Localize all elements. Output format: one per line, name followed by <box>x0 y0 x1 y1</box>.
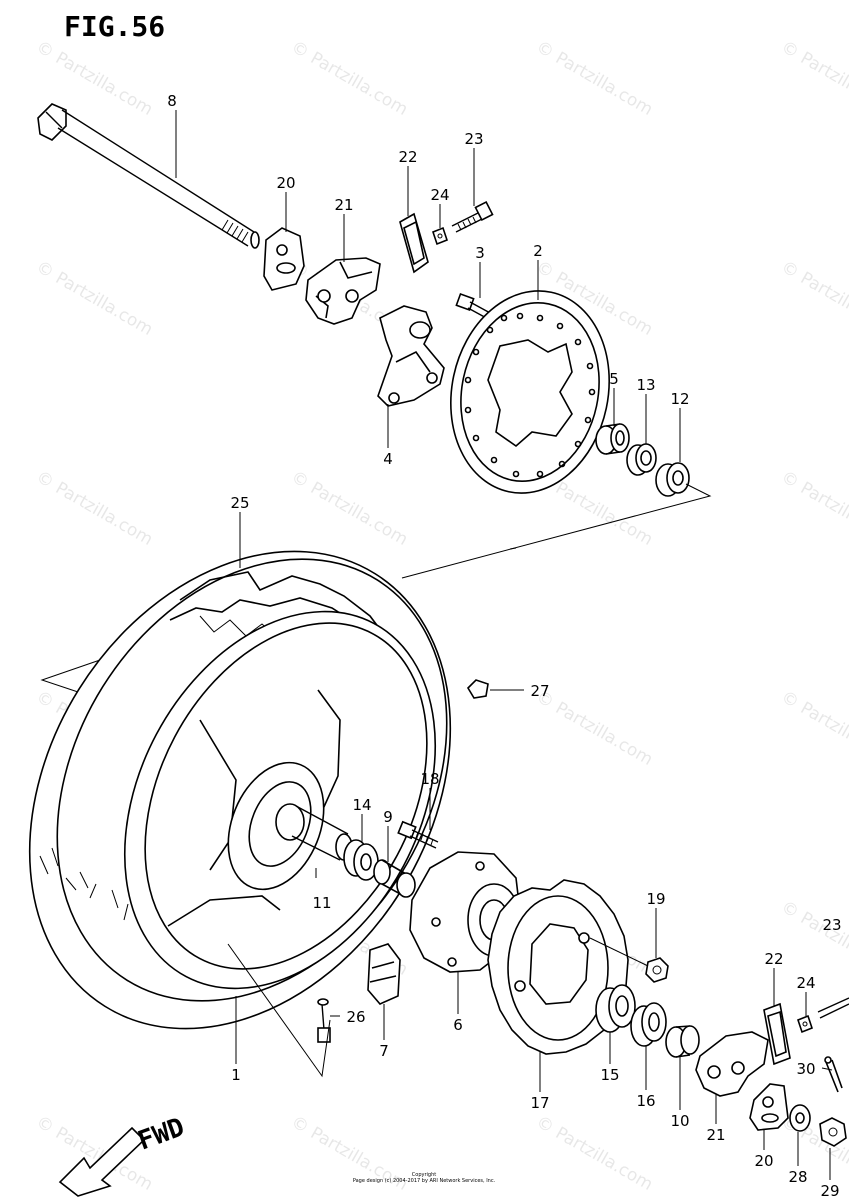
callout-18[interactable]: 18 <box>420 770 439 788</box>
sprocket-nut[interactable] <box>645 957 669 983</box>
bearing-part[interactable] <box>655 462 690 497</box>
callout-25[interactable]: 25 <box>230 494 249 512</box>
callout-20[interactable]: 20 <box>754 1152 773 1170</box>
callout-23[interactable]: 23 <box>822 916 841 934</box>
forward-arrow-icon <box>58 1126 146 1197</box>
callout-21[interactable]: 21 <box>706 1126 725 1144</box>
callout-2[interactable]: 2 <box>533 242 543 260</box>
callout-29[interactable]: 29 <box>820 1182 839 1200</box>
callout-14[interactable]: 14 <box>352 796 371 814</box>
watermark: © Partzilla.com <box>778 257 849 340</box>
leader-lines <box>175 110 833 1180</box>
callout-6[interactable]: 6 <box>453 1016 463 1034</box>
watermark: © Partzilla.com <box>33 257 157 340</box>
callout-3[interactable]: 3 <box>475 244 485 262</box>
rear-wheel-tire[interactable] <box>0 473 536 1107</box>
callout-30[interactable]: 30 <box>796 1060 815 1078</box>
callout-21[interactable]: 21 <box>334 196 353 214</box>
washer-part[interactable] <box>432 226 448 246</box>
callout-4[interactable]: 4 <box>383 450 393 468</box>
hub-spacer-part[interactable] <box>373 859 416 898</box>
callout-1[interactable]: 1 <box>231 1066 241 1084</box>
adjuster-block[interactable] <box>695 1031 769 1097</box>
axle-nut[interactable] <box>819 1117 847 1147</box>
callout-27[interactable]: 27 <box>530 682 549 700</box>
footer-fine-print: Page design (c) 2004-2017 by ARI Network… <box>353 1178 496 1184</box>
watermark: © Partzilla.com <box>533 1112 657 1195</box>
callout-19[interactable]: 19 <box>646 890 665 908</box>
callout-16[interactable]: 16 <box>636 1092 655 1110</box>
watermark: © Partzilla.com <box>288 467 412 550</box>
callout-28[interactable]: 28 <box>788 1168 807 1186</box>
wheel-hub-spokes[interactable] <box>167 689 342 927</box>
chain-adjuster-plate[interactable] <box>749 1083 789 1131</box>
callout-23[interactable]: 23 <box>464 130 483 148</box>
callout-24[interactable]: 24 <box>430 186 449 204</box>
callout-13[interactable]: 13 <box>636 376 655 394</box>
adjuster-block[interactable] <box>305 257 381 325</box>
callout-26[interactable]: 26 <box>346 1008 365 1026</box>
axle-washer[interactable] <box>789 1104 811 1132</box>
oil-seal-part[interactable] <box>626 443 657 476</box>
callout-labels: 8 20 21 22 24 23 3 2 4 5 13 12 25 27 18 … <box>167 92 841 1200</box>
bolt-part[interactable] <box>451 200 494 233</box>
watermark: © Partzilla.com <box>778 37 849 120</box>
cotter-pin[interactable] <box>824 1056 843 1093</box>
callout-7[interactable]: 7 <box>379 1042 389 1060</box>
callout-15[interactable]: 15 <box>600 1066 619 1084</box>
watermark: © Partzilla.com <box>33 467 157 550</box>
bolt-part[interactable] <box>817 997 849 1019</box>
footer-copyright: Copyright <box>412 1172 436 1178</box>
callout-22[interactable]: 22 <box>398 148 417 166</box>
callout-9[interactable]: 9 <box>383 808 393 826</box>
axle-part[interactable] <box>37 103 260 249</box>
callout-11[interactable]: 11 <box>312 894 331 912</box>
callout-8[interactable]: 8 <box>167 92 177 110</box>
hub-bearing-part[interactable] <box>343 839 379 881</box>
rear-sprocket[interactable] <box>487 879 629 1055</box>
watermark: © Partzilla.com <box>288 37 412 120</box>
sprocket-mount-bolt[interactable] <box>397 820 439 849</box>
axle-plate[interactable] <box>763 1002 791 1066</box>
spacer-part[interactable] <box>595 423 630 455</box>
watermark: © Partzilla.com <box>778 467 849 550</box>
callout-5[interactable]: 5 <box>609 370 619 388</box>
callout-20[interactable]: 20 <box>276 174 295 192</box>
callout-17[interactable]: 17 <box>530 1094 549 1112</box>
sprocket-bearing-part[interactable] <box>595 984 636 1033</box>
forward-label: FWD <box>134 1112 188 1156</box>
axle-plate[interactable] <box>399 212 429 274</box>
callout-24[interactable]: 24 <box>796 974 815 992</box>
watermark: © Partzilla.com <box>533 37 657 120</box>
chain-adjuster-plate[interactable] <box>263 227 305 291</box>
callout-10[interactable]: 10 <box>670 1112 689 1130</box>
leader-line <box>589 937 649 967</box>
brake-disc[interactable] <box>432 276 627 508</box>
callout-12[interactable]: 12 <box>670 390 689 408</box>
wheel-damper-part[interactable] <box>367 943 401 1005</box>
sprocket-oil-seal[interactable] <box>630 1002 667 1047</box>
watermark: © Partzilla.com <box>778 897 849 980</box>
figure-title: FIG.56 <box>64 10 165 43</box>
callout-22[interactable]: 22 <box>764 950 783 968</box>
washer-part[interactable] <box>797 1014 813 1034</box>
disc-bolt-part[interactable] <box>455 292 493 321</box>
balance-weight-part[interactable] <box>466 679 489 699</box>
watermark: © Partzilla.com <box>533 687 657 770</box>
watermark: © Partzilla.com <box>778 687 849 770</box>
sprocket-spacer[interactable] <box>665 1025 700 1058</box>
caliper-bracket[interactable] <box>377 305 445 407</box>
